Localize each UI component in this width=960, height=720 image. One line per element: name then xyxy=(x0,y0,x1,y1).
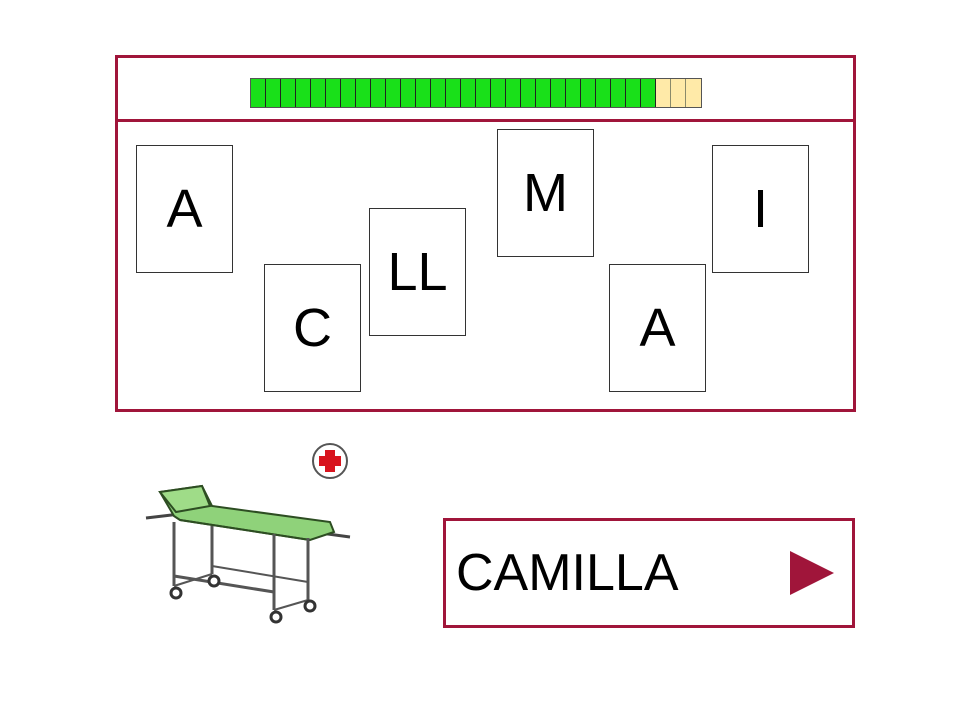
progress-segment xyxy=(551,79,566,107)
progress-segment xyxy=(536,79,551,107)
progress-segment xyxy=(446,79,461,107)
progress-segment xyxy=(461,79,476,107)
progress-segment xyxy=(686,79,701,107)
progress-segment xyxy=(566,79,581,107)
answer-word: CAMILLA xyxy=(456,544,679,602)
letter-card-4[interactable]: M xyxy=(497,129,594,257)
progress-segment xyxy=(581,79,596,107)
letter-card-6[interactable]: I xyxy=(712,145,809,273)
letter-card-5[interactable]: A xyxy=(609,264,706,392)
play-triangle-icon[interactable] xyxy=(788,549,836,597)
progress-segment xyxy=(386,79,401,107)
progress-segment xyxy=(341,79,356,107)
progress-segment xyxy=(491,79,506,107)
progress-segment xyxy=(626,79,641,107)
progress-segment xyxy=(641,79,656,107)
progress-segment xyxy=(656,79,671,107)
red-cross-icon xyxy=(312,443,348,479)
progress-segment xyxy=(596,79,611,107)
progress-segment xyxy=(431,79,446,107)
progress-segment xyxy=(326,79,341,107)
progress-segment xyxy=(671,79,686,107)
progress-bar xyxy=(250,78,702,108)
progress-segment xyxy=(281,79,296,107)
progress-segment xyxy=(356,79,371,107)
progress-segment xyxy=(506,79,521,107)
progress-segment xyxy=(416,79,431,107)
letter-card-1[interactable]: A xyxy=(136,145,233,273)
progress-segment xyxy=(251,79,266,107)
progress-segment xyxy=(521,79,536,107)
progress-segment xyxy=(371,79,386,107)
board-divider xyxy=(118,119,853,122)
progress-segment xyxy=(476,79,491,107)
progress-segment xyxy=(401,79,416,107)
progress-segment xyxy=(296,79,311,107)
progress-segment xyxy=(611,79,626,107)
stretcher-icon xyxy=(145,443,351,624)
letter-card-3[interactable]: LL xyxy=(369,208,466,336)
letter-board xyxy=(115,55,856,412)
letter-card-2[interactable]: C xyxy=(264,264,361,392)
progress-segment xyxy=(266,79,281,107)
stretcher-picture xyxy=(140,440,360,640)
answer-box: CAMILLA xyxy=(443,518,855,628)
progress-segment xyxy=(311,79,326,107)
